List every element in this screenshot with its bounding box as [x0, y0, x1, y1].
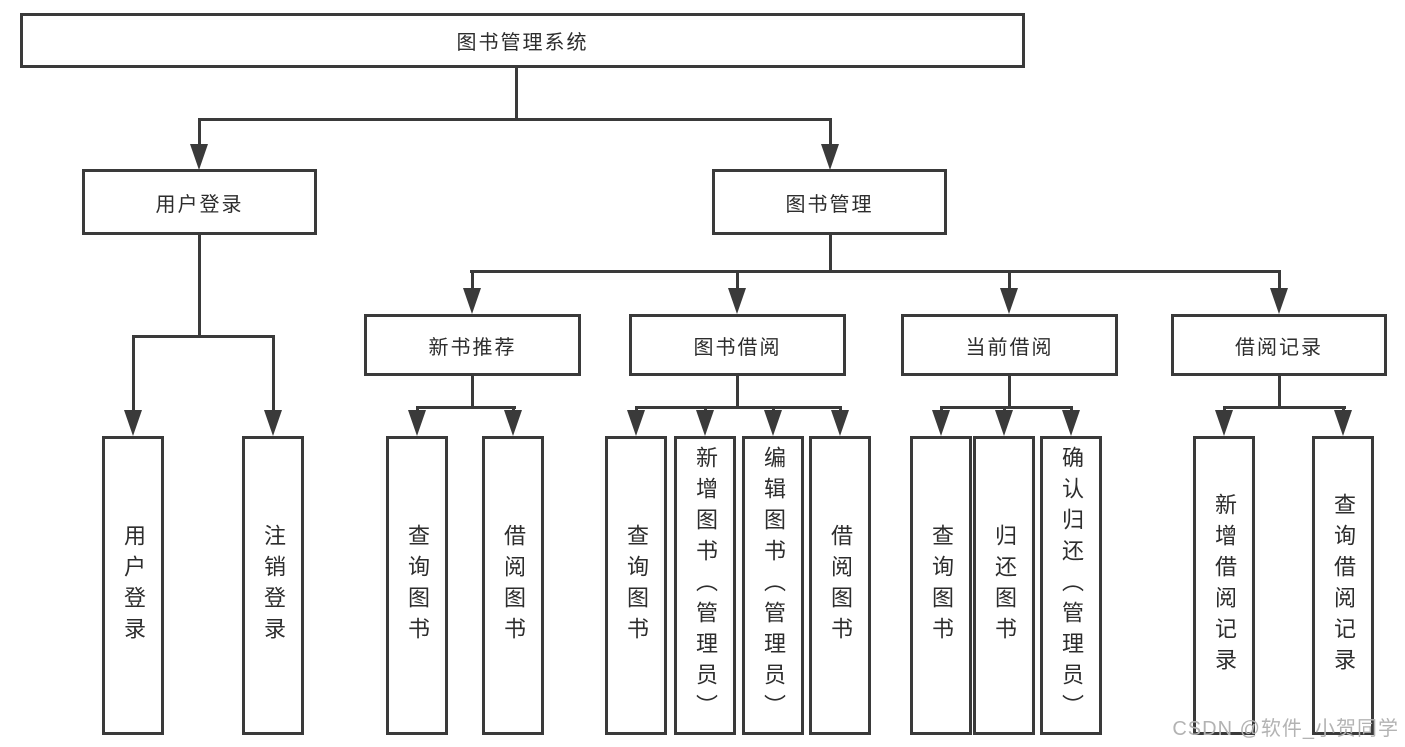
- connector-leaf-user-login-stem: [132, 335, 135, 413]
- leaf-query-borrow-record: 查询借阅记录: [1312, 436, 1374, 735]
- arrowhead-leaf-query-books-2: [627, 410, 645, 436]
- connector-borrow-records-down: [1278, 374, 1281, 408]
- connector-book-borrow-group-hline: [635, 406, 842, 409]
- connector-current-borrow-stem: [1008, 270, 1011, 292]
- arrowhead-leaf-edit-books: [764, 410, 782, 436]
- arrowhead-new-books: [463, 288, 481, 314]
- node-borrow-records: 借阅记录: [1171, 314, 1387, 376]
- arrowhead-leaf-query-books-1: [408, 410, 426, 436]
- leaf-confirm-return-admin: 确认归还（管理员）: [1040, 436, 1102, 735]
- connector-user-login-down: [198, 233, 201, 337]
- arrowhead-leaf-borrow-books-2: [831, 410, 849, 436]
- arrowhead-book-borrow: [728, 288, 746, 314]
- leaf-add-borrow-record: 新增借阅记录: [1193, 436, 1255, 735]
- connector-level2-hline: [198, 118, 832, 121]
- leaf-add-books-admin: 新增图书（管理员）: [674, 436, 736, 735]
- arrowhead-leaf-return-books: [995, 410, 1013, 436]
- leaf-user-login: 用户登录: [102, 436, 164, 735]
- connector-book-mgmt-stem: [829, 118, 832, 146]
- connector-root-stem: [515, 66, 518, 120]
- connector-current-borrow-group-hline: [940, 406, 1073, 409]
- arrowhead-leaf-logout: [264, 410, 282, 436]
- leaf-query-books-3: 查询图书: [910, 436, 972, 735]
- node-book-borrow: 图书借阅: [629, 314, 846, 376]
- arrowhead-user-login: [190, 144, 208, 170]
- leaf-borrow-books-2: 借阅图书: [809, 436, 871, 735]
- connector-user-login-stem: [198, 118, 201, 146]
- arrowhead-leaf-borrow-books-1: [504, 410, 522, 436]
- leaf-borrow-books-1: 借阅图书: [482, 436, 544, 735]
- connector-borrow-records-stem: [1278, 270, 1281, 292]
- arrowhead-leaf-query-record: [1334, 410, 1352, 436]
- node-current-borrow: 当前借阅: [901, 314, 1118, 376]
- arrowhead-leaf-confirm-return: [1062, 410, 1080, 436]
- arrowhead-leaf-user-login: [124, 410, 142, 436]
- connector-new-books-group-hline: [416, 406, 516, 409]
- leaf-edit-books-admin: 编辑图书（管理员）: [742, 436, 804, 735]
- connector-leaf-logout-stem: [272, 335, 275, 413]
- node-book-management: 图书管理: [712, 169, 947, 235]
- connector-borrow-records-group-hline: [1223, 406, 1346, 409]
- leaf-return-books: 归还图书: [973, 436, 1035, 735]
- node-root: 图书管理系统: [20, 13, 1025, 68]
- connector-book-mgmt-down: [829, 233, 832, 272]
- arrowhead-leaf-add-books: [696, 410, 714, 436]
- connector-current-borrow-down: [1008, 374, 1011, 408]
- arrowhead-current-borrow: [1000, 288, 1018, 314]
- connector-new-books-stem: [471, 270, 474, 292]
- arrowhead-leaf-query-books-3: [932, 410, 950, 436]
- node-new-book-recommend: 新书推荐: [364, 314, 581, 376]
- arrowhead-leaf-add-record: [1215, 410, 1233, 436]
- arrowhead-borrow-records: [1270, 288, 1288, 314]
- connector-user-login-group-hline: [132, 335, 275, 338]
- leaf-query-books-2: 查询图书: [605, 436, 667, 735]
- leaf-logout: 注销登录: [242, 436, 304, 735]
- leaf-query-books-1: 查询图书: [386, 436, 448, 735]
- connector-level3-hline: [470, 270, 1281, 273]
- csdn-watermark: CSDN @软件_小贺同学: [1172, 718, 1399, 740]
- connector-book-borrow-down: [736, 374, 739, 408]
- connector-new-books-down: [471, 374, 474, 408]
- connector-book-borrow-stem: [736, 270, 739, 292]
- arrowhead-book-mgmt: [821, 144, 839, 170]
- node-user-login: 用户登录: [82, 169, 317, 235]
